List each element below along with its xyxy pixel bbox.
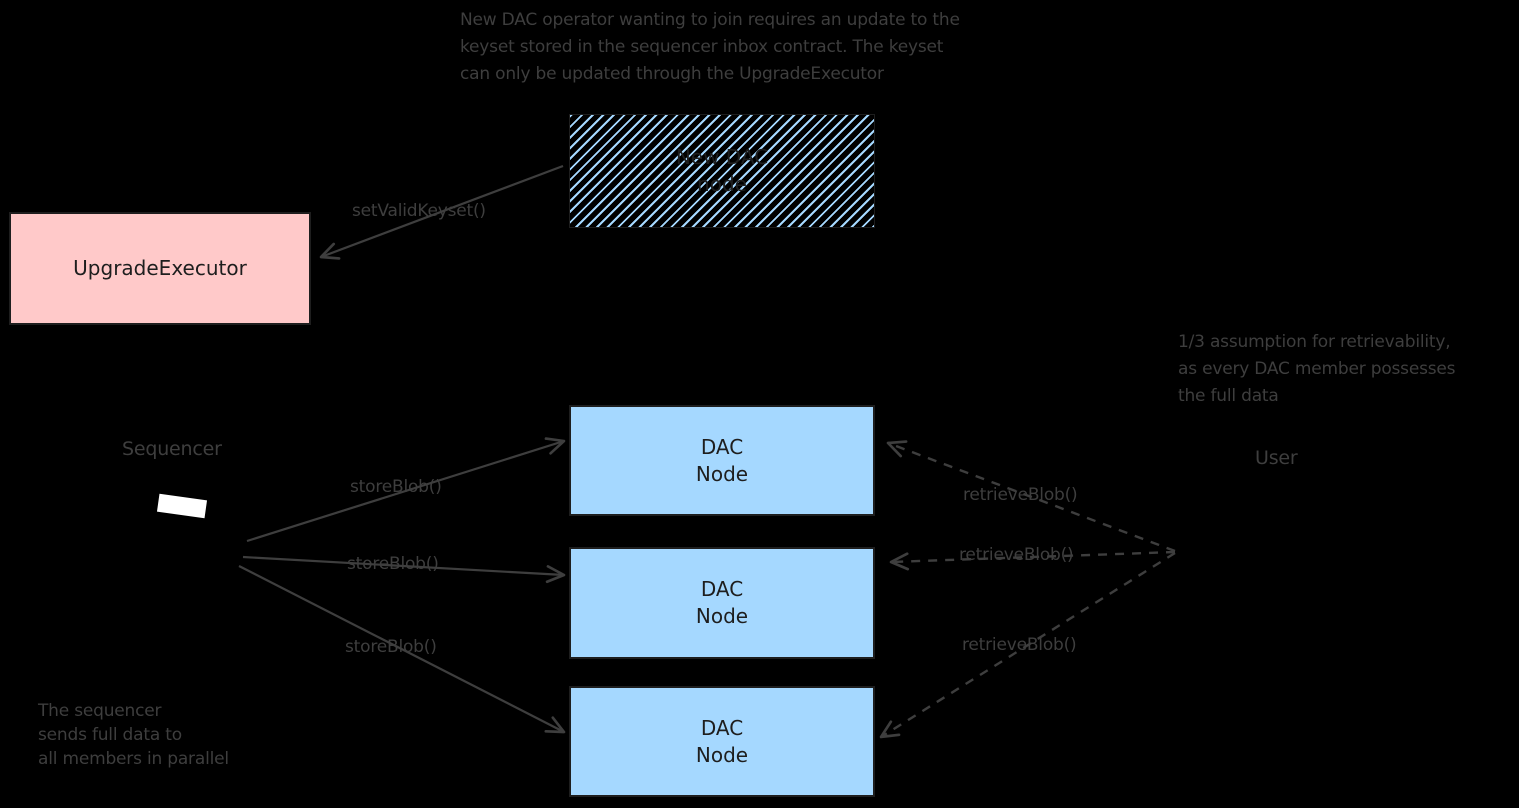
store-blob-arrow-1 xyxy=(246,437,566,543)
new-dac-node-box: New DAC node xyxy=(569,114,875,228)
store-blob-label-2: storeBlob() xyxy=(347,554,439,574)
retrieve-blob-label-2: retrieveBlob() xyxy=(959,545,1074,565)
dac-node-label-line2: Node xyxy=(695,742,749,767)
top-annotation-line: keyset stored in the sequencer inbox con… xyxy=(460,37,944,57)
retrievability-annotation: 1/3 assumption for retrievability, as ev… xyxy=(1178,329,1456,410)
top-annotation-line: New DAC operator wanting to join require… xyxy=(460,10,960,30)
retrieve-blob-arrow-3 xyxy=(879,551,1176,739)
retrievability-annotation-line: the full data xyxy=(1178,386,1279,406)
dac-node-box-2: DAC Node xyxy=(569,547,875,659)
dac-node-label-line1: DAC xyxy=(700,715,744,740)
sequencer-annotation-line: The sequencer xyxy=(38,701,162,721)
retrieve-blob-arrow-1 xyxy=(886,440,1176,553)
dac-node-label-line1: DAC xyxy=(700,434,744,459)
sequencer-annotation: The sequencer sends full data to all mem… xyxy=(38,699,229,771)
dac-node-label-line1: DAC xyxy=(700,577,744,601)
store-blob-label-1: storeBlob() xyxy=(350,477,442,497)
new-dac-node-label-line1: New DAC xyxy=(675,145,769,169)
dac-node-box-1: DAC Node xyxy=(569,405,875,516)
new-dac-node-label-line2: node xyxy=(697,172,747,196)
retrievability-annotation-line: 1/3 assumption for retrievability, xyxy=(1178,332,1451,352)
set-valid-keyset-label: setValidKeyset() xyxy=(352,201,486,221)
retrieve-blob-label-3: retrieveBlob() xyxy=(962,635,1077,655)
sequencer-label: Sequencer xyxy=(122,438,222,460)
store-blob-label-3: storeBlob() xyxy=(345,637,437,657)
set-valid-keyset-arrow xyxy=(319,164,564,260)
sequencer-annotation-line: all members in parallel xyxy=(38,749,229,769)
dac-node-label-line2: Node xyxy=(695,461,749,486)
dac-node-box-3: DAC Node xyxy=(569,686,875,797)
store-blob-arrow-2 xyxy=(242,555,566,584)
sequencer-annotation-line: sends full data to xyxy=(38,725,182,745)
dac-node-label-line2: Node xyxy=(695,604,749,628)
upgrade-executor-label: UpgradeExecutor xyxy=(73,256,247,280)
retrieve-blob-arrow-2 xyxy=(889,550,1176,571)
retrievability-annotation-line: as every DAC member possesses xyxy=(1178,359,1456,379)
retrieve-blob-label-1: retrieveBlob() xyxy=(963,485,1078,505)
user-label: User xyxy=(1255,447,1298,469)
store-blob-arrow-3 xyxy=(238,565,566,734)
top-annotation: New DAC operator wanting to join require… xyxy=(460,7,960,88)
top-annotation-line: can only be updated through the UpgradeE… xyxy=(460,64,884,84)
upgrade-executor-box: UpgradeExecutor xyxy=(9,212,311,325)
